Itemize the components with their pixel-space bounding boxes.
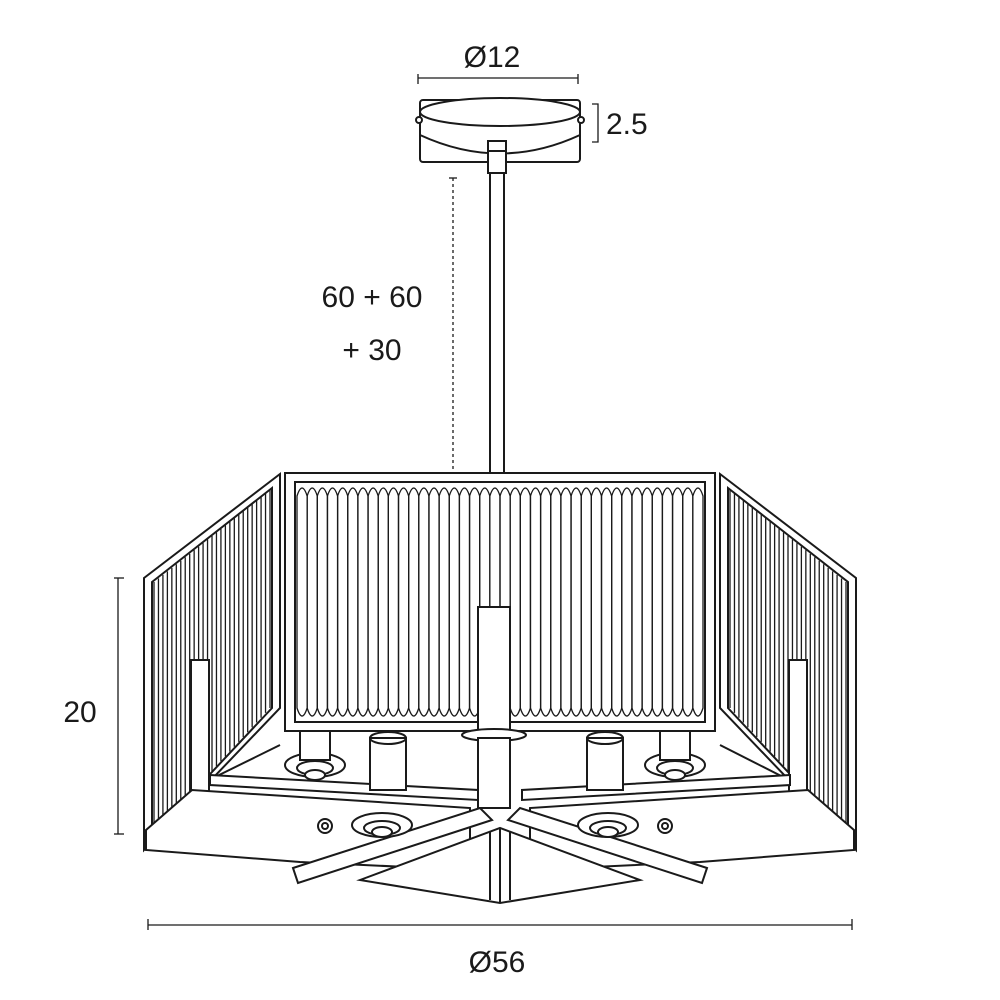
lamp-holder-left-inner (369, 731, 407, 791)
shade-height-label: 20 (63, 696, 96, 729)
overall-diameter-dimension: Ø56 (147, 919, 853, 979)
right-shade-panel (719, 471, 857, 853)
canopy-height-label: 2.5 (606, 108, 648, 141)
front-rib (692, 487, 704, 717)
rod-length-label-line2: + 30 (342, 334, 401, 367)
suspension-rod (487, 140, 507, 476)
canopy-diameter-dimension: Ø12 (417, 41, 579, 84)
shade-height-dimension: 20 (63, 577, 124, 835)
rod-length-dimension: 60 + 60 + 30 (322, 177, 457, 470)
center-column (461, 606, 527, 809)
lamp-holder-right-outer (644, 727, 706, 781)
lamp-holder-left-outer (284, 727, 346, 781)
canopy-diameter-label: Ø12 (464, 41, 521, 74)
lamp-holder-front-right (577, 812, 639, 838)
lamp-holder-right-inner (586, 731, 624, 791)
overall-diameter-label: Ø56 (469, 946, 526, 979)
lower-frame (145, 773, 855, 905)
lamp-holder-front-left (351, 812, 413, 838)
ceiling-canopy (415, 97, 585, 163)
rod-length-label-line1: 60 + 60 (322, 281, 423, 314)
left-shade-panel (143, 471, 281, 853)
canopy-height-dimension: 2.5 (592, 103, 648, 143)
